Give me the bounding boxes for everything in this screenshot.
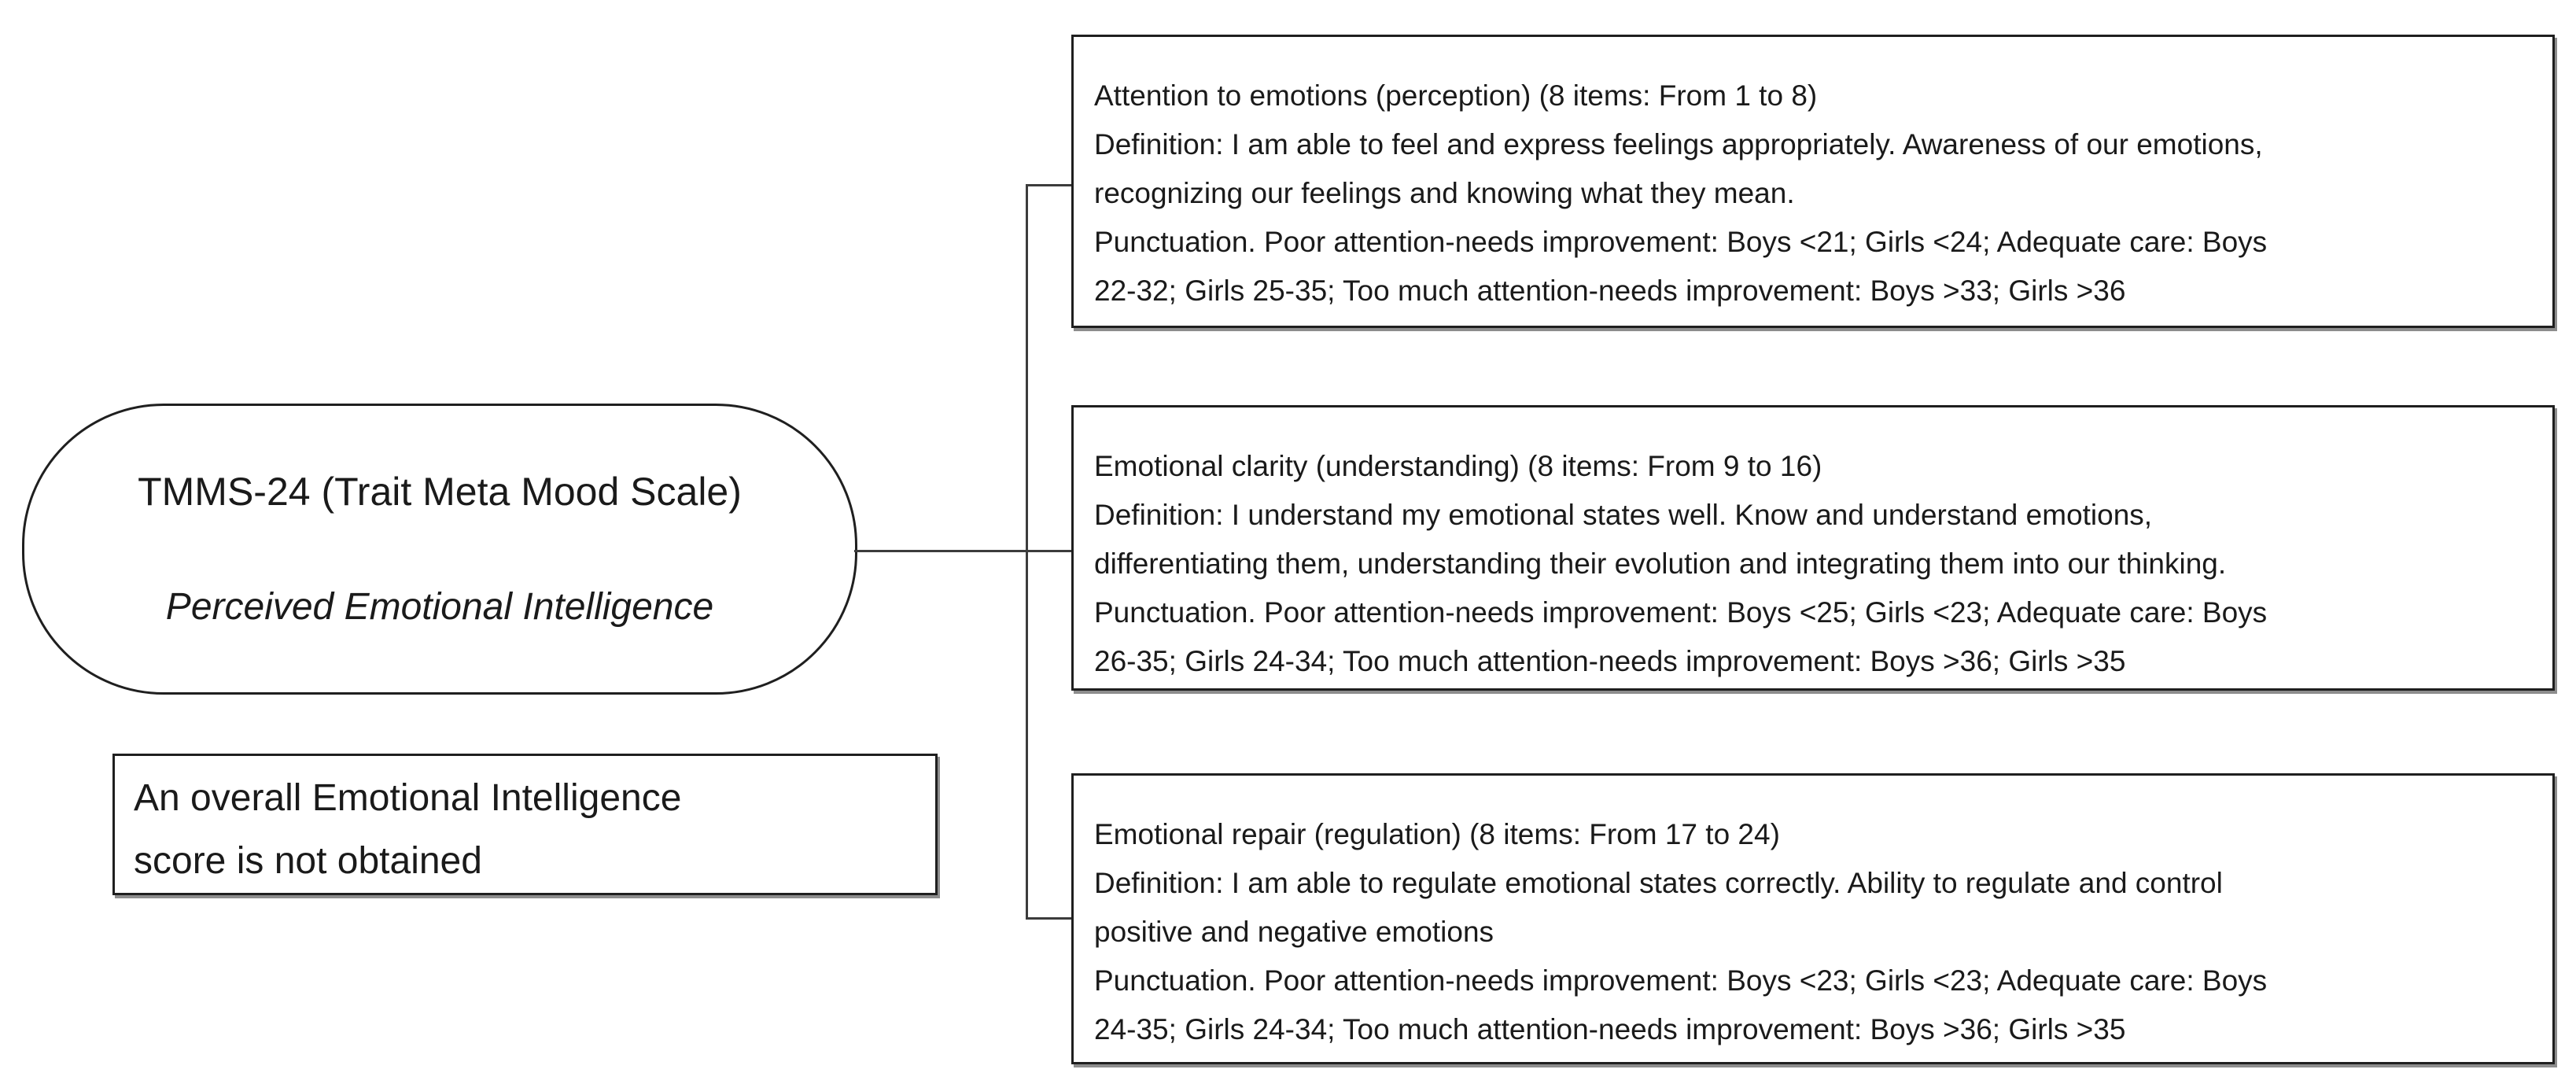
branch-box-line: recognizing our feelings and knowing wha… bbox=[1094, 177, 1795, 209]
branch-box-line: Punctuation. Poor attention-needs improv… bbox=[1094, 226, 2268, 258]
note-line: score is not obtained bbox=[134, 840, 482, 882]
branch-box-line: Punctuation. Poor attention-needs improv… bbox=[1094, 964, 2268, 997]
branch-box-clarity: Emotional clarity (understanding) (8 ite… bbox=[1071, 405, 2555, 691]
root-node: TMMS-24 (Trait Meta Mood Scale) Perceive… bbox=[22, 404, 857, 695]
branch-box-repair: Emotional repair (regulation) (8 items: … bbox=[1071, 773, 2555, 1064]
branch-box-line: 26-35; Girls 24-34; Too much attention-n… bbox=[1094, 645, 2126, 677]
branch-box-line: Punctuation. Poor attention-needs improv… bbox=[1094, 596, 2268, 629]
branch-box-line: 22-32; Girls 25-35; Too much attention-n… bbox=[1094, 275, 2126, 307]
branch-box-line: Definition: I understand my emotional st… bbox=[1094, 499, 2153, 531]
root-node-title: TMMS-24 (Trait Meta Mood Scale) bbox=[138, 470, 742, 514]
branch-box-line: 24-35; Girls 24-34; Too much attention-n… bbox=[1094, 1013, 2126, 1045]
note-box: An overall Emotional Intelligence score … bbox=[112, 754, 938, 895]
root-node-subtitle: Perceived Emotional Intelligence bbox=[165, 586, 714, 628]
connector-trunk-line bbox=[1026, 184, 1028, 920]
note-line: An overall Emotional Intelligence bbox=[134, 777, 682, 819]
connector-branch-top-line bbox=[1026, 184, 1073, 186]
branch-box-line: Emotional repair (regulation) (8 items: … bbox=[1094, 818, 1780, 850]
branch-box-line: differentiating them, understanding thei… bbox=[1094, 548, 2227, 580]
connector-root-to-trunk-line bbox=[854, 550, 1071, 552]
branch-box-line: Definition: I am able to feel and expres… bbox=[1094, 128, 2263, 160]
branch-box-line: Definition: I am able to regulate emotio… bbox=[1094, 867, 2223, 899]
connector-branch-bottom-line bbox=[1026, 917, 1073, 920]
branch-box-line: Emotional clarity (understanding) (8 ite… bbox=[1094, 450, 1822, 482]
branch-box-line: positive and negative emotions bbox=[1094, 916, 1494, 948]
branch-box-attention: Attention to emotions (perception) (8 it… bbox=[1071, 35, 2555, 328]
branch-box-line: Attention to emotions (perception) (8 it… bbox=[1094, 79, 1818, 112]
